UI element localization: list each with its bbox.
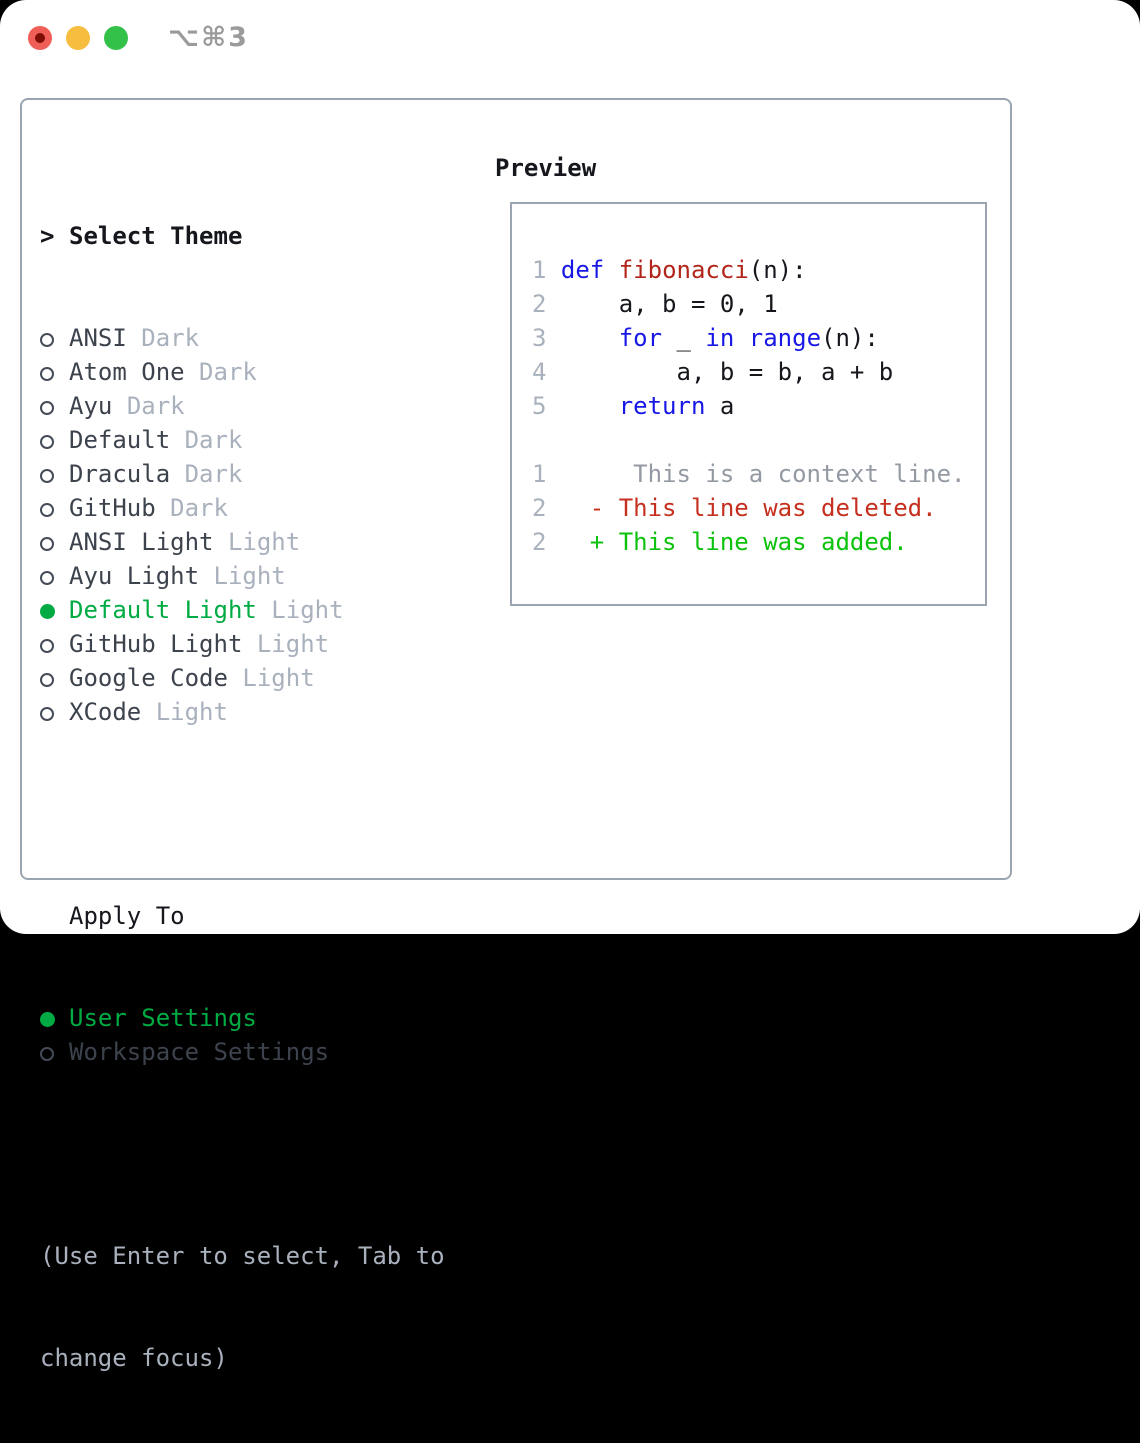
option-variant-label: Light (242, 664, 315, 692)
focus-caret-icon: > (40, 222, 55, 250)
option-label: Ayu Light (69, 562, 200, 590)
radio-icon (40, 525, 69, 559)
radio-icon (40, 627, 69, 661)
radio-icon (40, 661, 69, 695)
theme-option-google-code[interactable]: Google Code Light (40, 661, 445, 695)
diff-line-2: 2 - This line was deleted. (532, 494, 937, 522)
option-label: Google Code (69, 664, 228, 692)
apply-to-title: Apply To (69, 902, 185, 930)
close-button[interactable] (28, 26, 52, 50)
option-variant-label: Dark (141, 324, 200, 352)
radio-icon (40, 491, 69, 525)
radio-icon (40, 423, 69, 457)
theme-option-default-light[interactable]: Default Light Light (40, 593, 445, 627)
help-text-line1: (Use Enter to select, Tab to (40, 1242, 445, 1270)
option-label: User Settings (69, 1004, 257, 1032)
radio-selected-icon (40, 593, 69, 627)
theme-option-github-light[interactable]: GitHub Light Light (40, 627, 445, 661)
option-label: Dracula (69, 460, 171, 488)
radio-selected-icon (40, 1001, 69, 1035)
radio-icon (40, 559, 69, 593)
theme-option-xcode[interactable]: XCode Light (40, 695, 445, 729)
theme-option-ayu[interactable]: Ayu Dark (40, 389, 445, 423)
code-line-3: 3 for _ in range(n): (532, 324, 879, 352)
option-variant-label: Light (227, 528, 301, 556)
diff-line-1: 1 This is a context line. (532, 460, 966, 488)
code-line-1: 1 def fibonacci(n): (532, 256, 807, 284)
apply-option-user-settings[interactable]: User Settings (40, 1001, 445, 1035)
option-label: XCode (69, 698, 142, 726)
preview-pane: 1 def fibonacci(n): 2 a, b = 0, 1 3 for _ … (510, 202, 987, 606)
theme-option-default[interactable]: Default Dark (40, 423, 445, 457)
code-line-4: 4 a, b = b, a + b (532, 358, 894, 386)
radio-icon (40, 457, 69, 491)
option-variant-label: Light (213, 562, 286, 590)
window-shortcut-label: ⌥⌘3 (168, 22, 249, 53)
option-label: ANSI Light (69, 528, 214, 556)
spacer (532, 423, 965, 457)
option-label: Ayu (69, 392, 113, 420)
option-variant-label: Light (155, 698, 228, 726)
option-variant-label: Light (271, 596, 344, 624)
radio-icon (40, 1035, 69, 1069)
option-label: Atom One (69, 358, 185, 386)
option-label: Workspace Settings (69, 1038, 330, 1066)
radio-icon (40, 389, 69, 423)
apply-option-workspace-settings[interactable]: Workspace Settings (40, 1035, 445, 1069)
option-variant-label: Dark (170, 494, 228, 522)
zoom-button[interactable] (104, 26, 128, 50)
preview-code: 1 def fibonacci(n): 2 a, b = 0, 1 3 for _ … (532, 253, 965, 559)
preview-title: Preview (495, 154, 597, 182)
theme-option-ayu-light[interactable]: Ayu Light Light (40, 559, 445, 593)
option-variant-label: Dark (199, 358, 257, 386)
option-label: GitHub (69, 494, 156, 522)
option-label: ANSI (69, 324, 127, 352)
option-variant-label: Dark (184, 426, 243, 454)
theme-option-dracula[interactable]: Dracula Dark (40, 457, 445, 491)
code-line-2: 2 a, b = 0, 1 (532, 290, 778, 318)
radio-icon (40, 321, 69, 355)
option-label: Default Light (69, 596, 257, 624)
theme-option-github[interactable]: GitHub Dark (40, 491, 445, 525)
diff-line-3: 2 + This line was added. (532, 528, 908, 556)
option-label: Default (69, 426, 171, 454)
select-theme-title: Select Theme (69, 222, 243, 250)
spacer (40, 797, 445, 831)
minimize-button[interactable] (66, 26, 90, 50)
apply-to-header: Apply To (40, 899, 445, 933)
option-label: GitHub Light (69, 630, 243, 658)
theme-option-ansi[interactable]: ANSI Dark (40, 321, 445, 355)
option-variant-label: Dark (184, 460, 243, 488)
select-theme-header: > Select Theme (40, 219, 445, 253)
radio-icon (40, 355, 69, 389)
theme-option-atom-one[interactable]: Atom One Dark (40, 355, 445, 389)
option-variant-label: Light (256, 630, 330, 658)
option-variant-label: Dark (126, 392, 185, 420)
theme-option-ansi-light[interactable]: ANSI Light Light (40, 525, 445, 559)
code-line-5: 5 return a (532, 392, 735, 420)
help-text-line2: change focus) (40, 1344, 228, 1372)
spacer (40, 1137, 445, 1171)
radio-icon (40, 695, 69, 729)
